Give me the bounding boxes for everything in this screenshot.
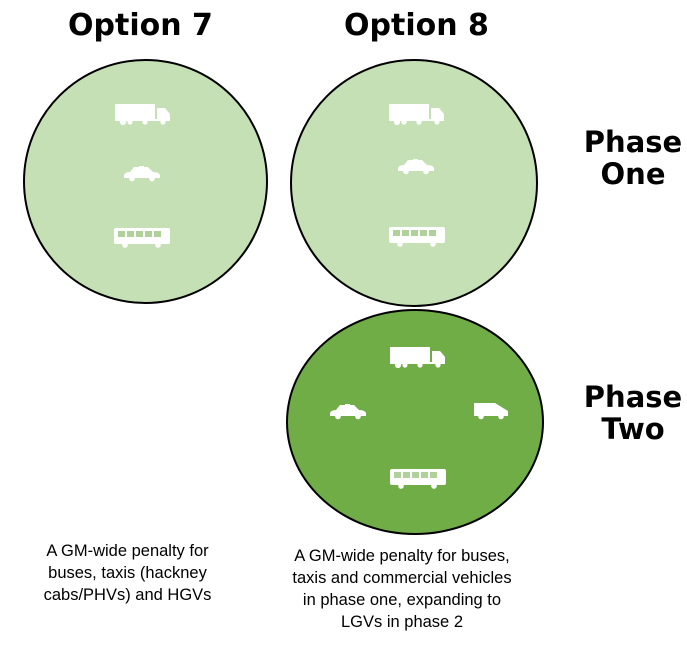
option-8-title: Option 8 xyxy=(344,8,489,43)
option-7-phase-one-circle xyxy=(23,59,268,304)
option-7-description: A GM-wide penalty for buses, taxis (hack… xyxy=(43,542,212,604)
option-8-phase-one-circle xyxy=(290,59,538,307)
option-7-title: Option 7 xyxy=(68,8,213,43)
phase-one-label: Phase One xyxy=(583,125,683,191)
bus-icon xyxy=(114,228,170,248)
hgv-lorry-icon xyxy=(389,103,445,125)
taxi-icon xyxy=(396,159,436,175)
taxi-icon xyxy=(328,404,368,420)
bus-icon xyxy=(389,227,445,247)
hgv-lorry-icon xyxy=(115,103,171,125)
option-8-description: A GM-wide penalty for buses, taxis and c… xyxy=(292,547,512,631)
option-8-phase-two-circle xyxy=(286,309,544,535)
taxi-icon xyxy=(122,166,162,182)
hgv-lorry-icon xyxy=(390,346,446,368)
bus-icon xyxy=(390,469,446,489)
phase-two-label: Phase Two xyxy=(583,380,683,446)
van-icon xyxy=(473,402,509,420)
